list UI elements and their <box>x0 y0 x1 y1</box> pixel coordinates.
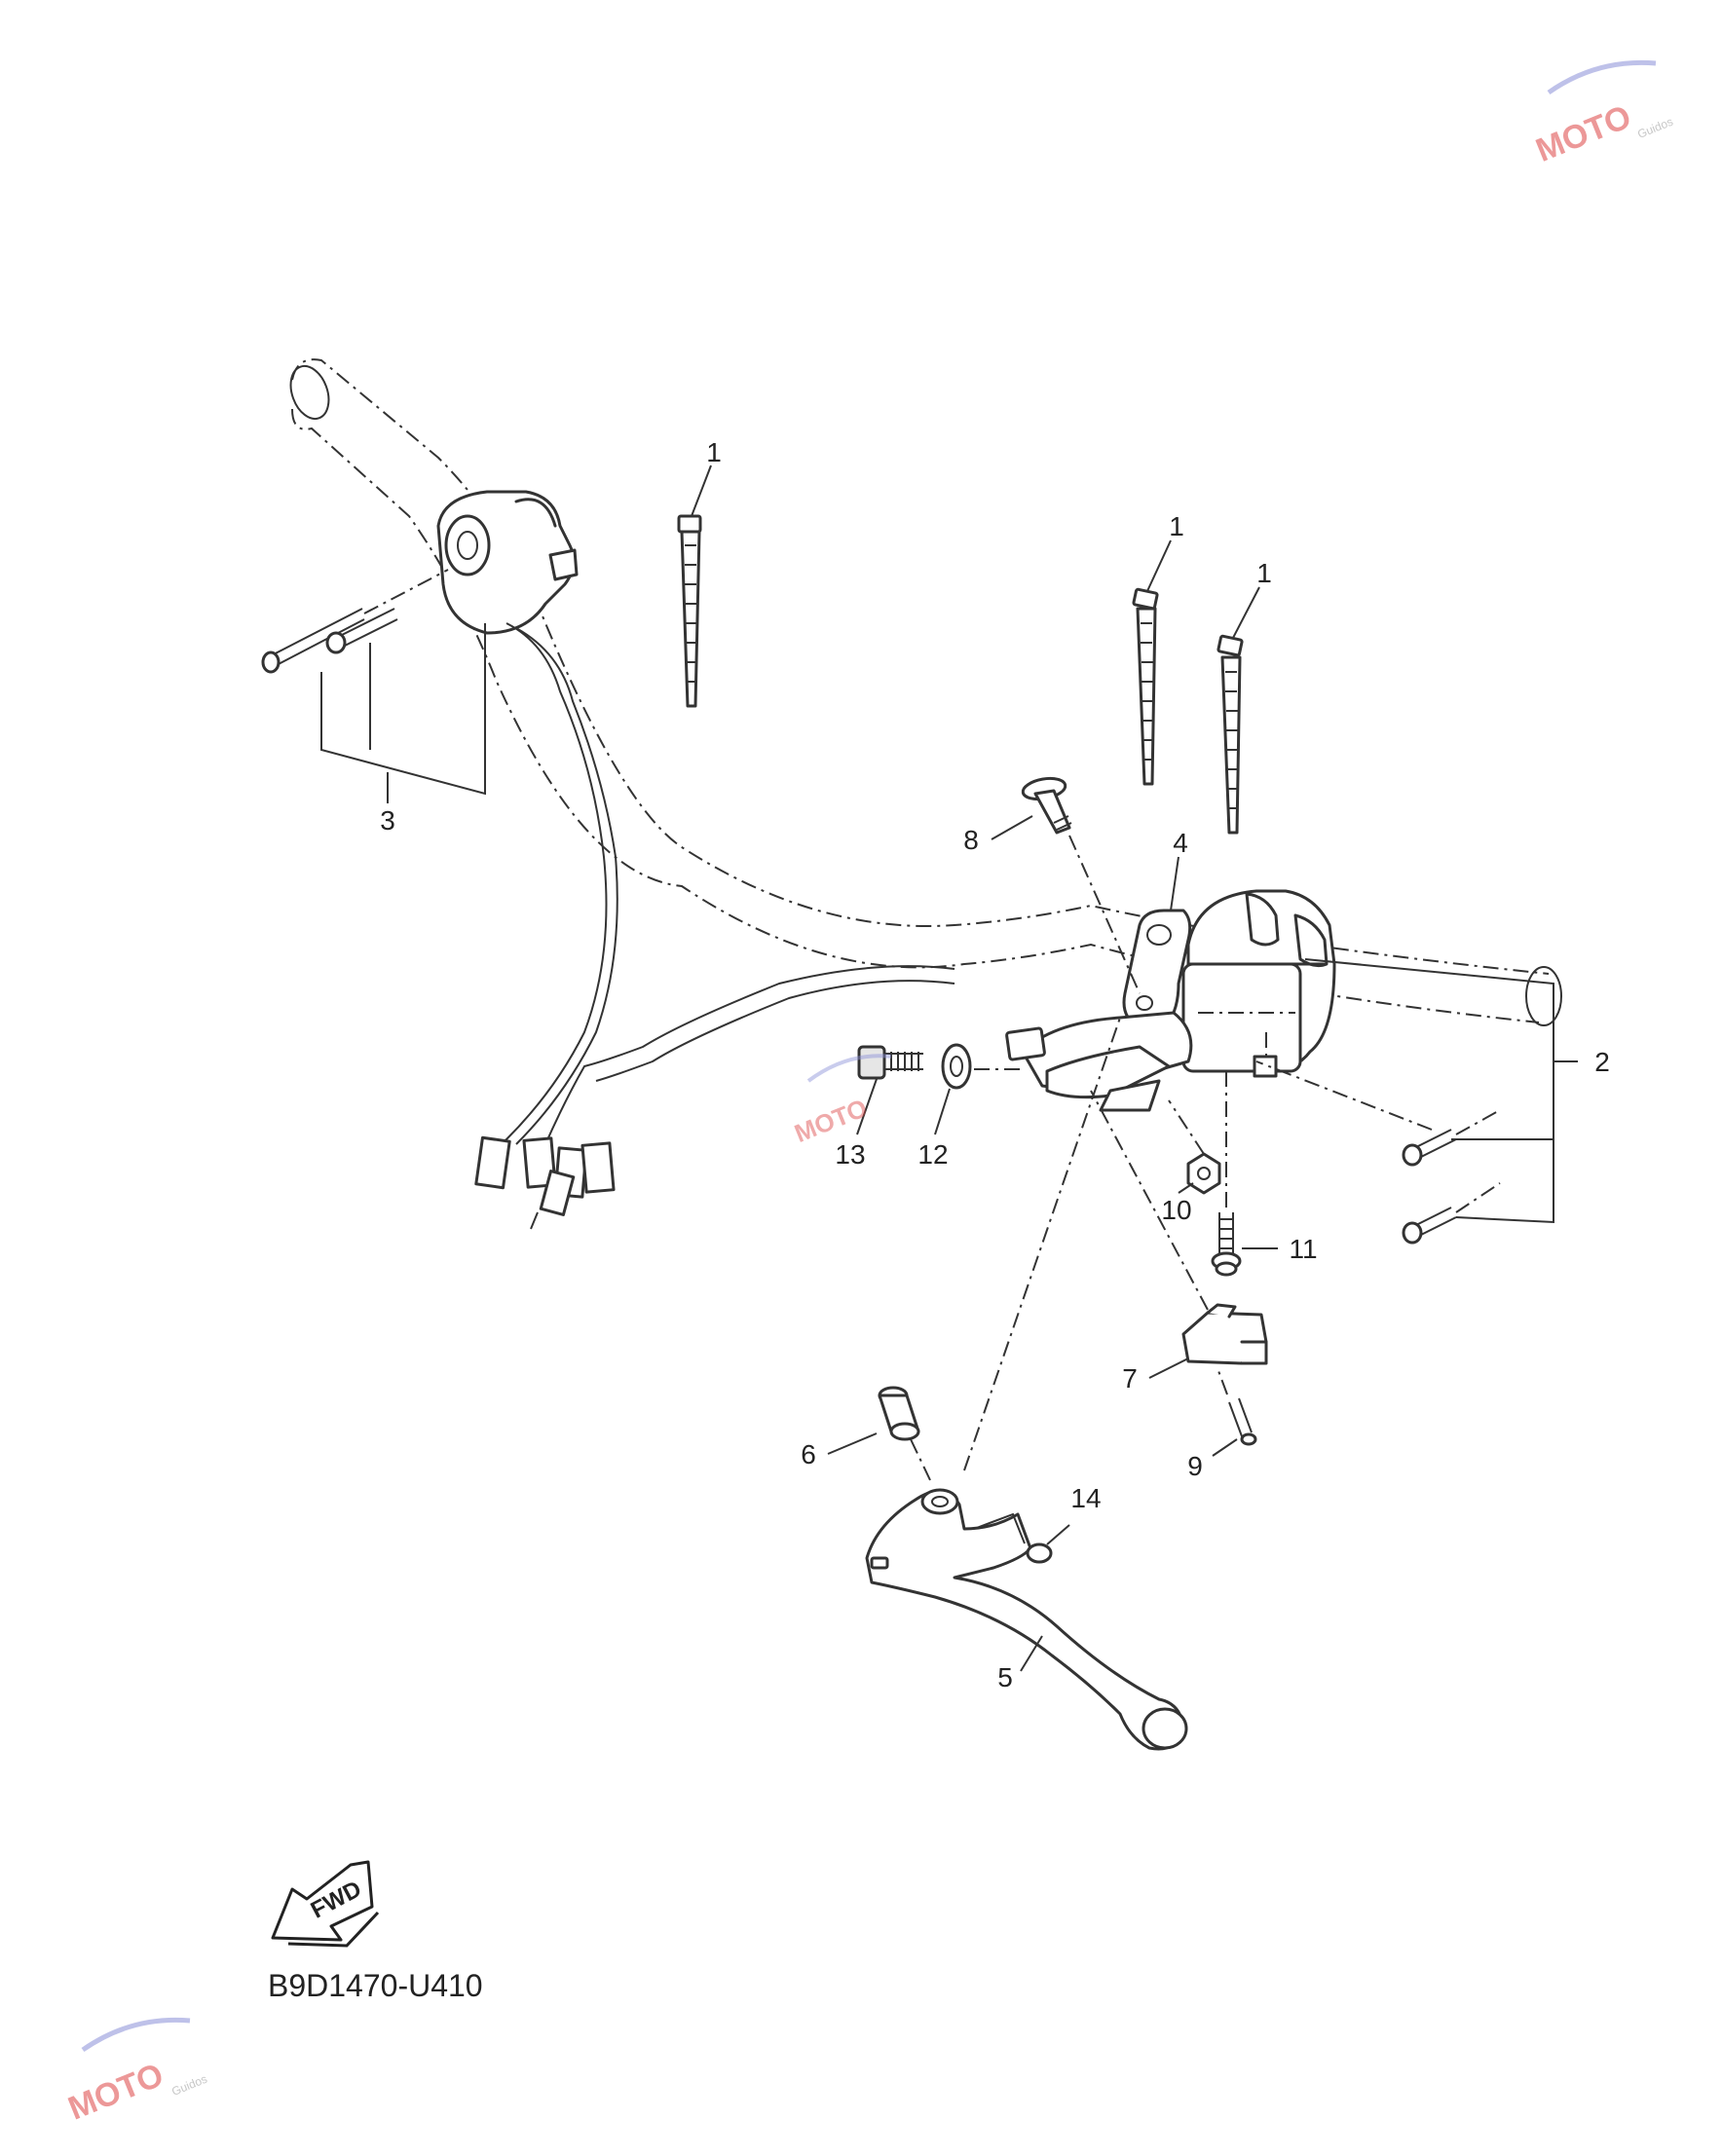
callout-9: 9 <box>1187 1451 1203 1481</box>
diagram-code: B9D1470-U410 <box>268 1968 483 2003</box>
callout-labels: 1 1 1 2 3 4 5 6 7 8 9 10 11 12 13 14 <box>380 437 1610 1692</box>
callout-2: 2 <box>1594 1047 1610 1077</box>
handlebar-phantom <box>289 358 1562 1026</box>
part-13-leader <box>856 1078 878 1135</box>
part-6-collar <box>878 1386 931 1481</box>
callout-1c: 1 <box>1256 558 1272 588</box>
part-3-bracket <box>320 623 486 796</box>
svg-text:MOTO: MOTO <box>63 2056 168 2127</box>
part-14-oring <box>973 1512 1053 1564</box>
part-1b-leader <box>1146 539 1172 592</box>
part-6-leader <box>827 1432 878 1455</box>
part-1a-leader <box>691 465 712 517</box>
callout-7: 7 <box>1122 1363 1138 1394</box>
part-4-leader <box>1170 856 1179 911</box>
callout-14: 14 <box>1070 1483 1101 1513</box>
part-14-leader <box>1046 1524 1070 1545</box>
part-10-leader <box>1178 1182 1194 1194</box>
callout-10: 10 <box>1161 1195 1191 1225</box>
callout-5: 5 <box>997 1662 1013 1692</box>
watermark-bottom-left: MOTO Guidos <box>63 2017 209 2128</box>
callout-1a: 1 <box>706 437 722 467</box>
part-3-screws <box>261 569 449 674</box>
clutch-lever <box>865 1017 1188 1751</box>
callout-6: 6 <box>801 1439 816 1469</box>
part-10-nut <box>1168 1099 1221 1195</box>
left-handlebar-switch <box>436 490 579 635</box>
part-9-screw <box>1217 1367 1257 1446</box>
lever-holder <box>1005 909 1193 1112</box>
part-2-screws <box>1255 1060 1501 1245</box>
part-8-bolt <box>1021 776 1141 994</box>
part-12-washer <box>941 1043 1023 1090</box>
cable-tie-1c <box>1217 634 1244 835</box>
part-5-leader <box>1020 1635 1043 1672</box>
right-handlebar-switch <box>1181 889 1336 1078</box>
callout-4: 4 <box>1173 828 1188 858</box>
svg-text:MOTO: MOTO <box>1531 98 1636 169</box>
svg-text:Guidos: Guidos <box>1635 115 1675 141</box>
callout-8: 8 <box>963 825 979 855</box>
left-switch-wiring <box>474 622 955 1230</box>
part-1c-leader <box>1232 586 1260 639</box>
part-8-leader <box>991 815 1033 840</box>
callout-1b: 1 <box>1169 511 1184 541</box>
part-12-leader <box>934 1088 951 1135</box>
callout-12: 12 <box>917 1139 948 1170</box>
callout-13: 13 <box>835 1139 865 1170</box>
callout-3: 3 <box>380 805 395 836</box>
watermark-top-right: MOTO Guidos <box>1531 59 1675 169</box>
cable-tie-1a <box>677 514 702 708</box>
part-7-switch <box>1090 1090 1268 1365</box>
part-2-bracket <box>1304 958 1578 1224</box>
part-9-leader <box>1212 1438 1238 1457</box>
fwd-arrow-icon: FWD <box>271 1860 380 1948</box>
part-11-screw <box>1211 1071 1242 1277</box>
cable-tie-1b <box>1132 587 1159 786</box>
callout-11: 11 <box>1289 1234 1317 1264</box>
part-7-leader <box>1148 1357 1189 1379</box>
svg-text:Guidos: Guidos <box>169 2072 209 2099</box>
part-13-bolt <box>857 1045 923 1080</box>
